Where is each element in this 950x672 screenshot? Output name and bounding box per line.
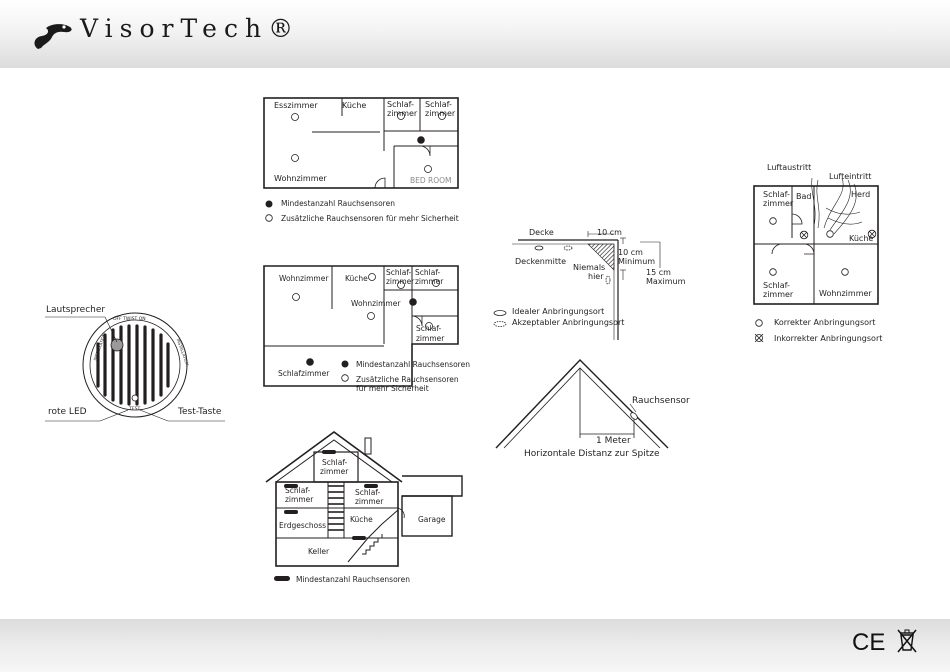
plan1-legend-min: Mindestanzahl Rauchsensoren xyxy=(281,199,395,208)
house-room-garage: Garage xyxy=(418,515,446,524)
plan3-legend-ok: Korrekter Anbringungsort xyxy=(774,318,876,327)
ceiling-dist-15: 15 cm xyxy=(646,268,671,277)
smoke-detector-drawing xyxy=(45,312,225,422)
plan3-air-out: Luftaustritt xyxy=(767,163,812,172)
ceiling-legend-ok: Akzeptabler Anbringungsort xyxy=(512,318,625,327)
plan3-room-herd: Herd xyxy=(851,190,871,199)
sensor-bar-icon xyxy=(274,576,290,581)
plan2-room-schlaf-c1: Schlaf- xyxy=(416,324,442,333)
plan3-room-schlaf-a1: Schlaf- xyxy=(763,190,790,199)
roof-peak-diagram xyxy=(495,358,669,449)
ceiling-dist-10-top: 10 cm xyxy=(597,228,622,237)
ring-text-top: OFF TWIST ON xyxy=(113,317,146,322)
filled-dot-icon xyxy=(265,200,273,208)
header-bar xyxy=(0,0,950,68)
plan3-room-wohnzimmer: Wohnzimmer xyxy=(819,289,872,298)
house-room-schlaf-left-1: Schlaf- xyxy=(285,486,311,495)
plan2-legend-extra-1: Zusätzliche Rauchsensoren xyxy=(356,375,459,384)
correct-location-icon xyxy=(755,319,763,327)
plan3-room-bad: Bad xyxy=(796,192,812,201)
filled-dot-icon xyxy=(341,360,349,368)
plan1-room-wohnzimmer: Wohnzimmer xyxy=(274,174,327,183)
house-room-kueche: Küche xyxy=(350,515,373,524)
ceiling-legend-ideal: Idealer Anbringungsort xyxy=(512,307,605,316)
plan2-room-schlaf-c2: zimmer xyxy=(416,334,445,343)
ceiling-deckenmitte: Deckenmitte xyxy=(515,257,567,266)
ceiling-minimum: Minimum xyxy=(618,257,656,266)
house-room-erdgeschoss: Erdgeschoss xyxy=(279,521,327,530)
plan2-room-wohnzimmer: Wohnzimmer xyxy=(279,274,329,283)
roof-sensor-label: Rauchsensor xyxy=(632,396,690,406)
footer-bar xyxy=(0,619,950,672)
house-room-schlaf-top-1: Schlaf- xyxy=(322,458,348,467)
plan2-room-schlaf-b1: Schlaf- xyxy=(415,268,441,277)
ceiling-niemals: Niemals xyxy=(573,263,606,272)
plan1-legend-extra: Zusätzliche Rauchsensoren für mehr Siche… xyxy=(281,214,459,223)
acceptable-location-icon xyxy=(493,321,507,327)
ceiling-placement-diagram xyxy=(512,231,661,340)
ceiling-label-decke: Decke xyxy=(529,228,554,237)
plan1-room-esszimmer: Esszimmer xyxy=(274,101,318,110)
plan1-room-schlaf-b1: Schlaf- xyxy=(425,100,452,109)
ceiling-maximum: Maximum xyxy=(646,277,686,286)
plan2-room-kueche: Küche xyxy=(345,274,368,283)
plan2-legend-extra-2: für mehr Sicherheit xyxy=(356,384,429,393)
plan2-room-schlafzimmer: Schlafzimmer xyxy=(278,369,330,378)
speaker-label: Lautsprecher xyxy=(46,305,106,315)
house-room-schlaf-top-2: zimmer xyxy=(320,467,349,476)
floor-plan-1 xyxy=(263,97,459,189)
open-dot-icon xyxy=(265,214,273,222)
plan3-room-kueche: Küche xyxy=(849,234,874,243)
roof-caption: Horizontale Distanz zur Spitze xyxy=(524,449,660,459)
plan1-room-schlaf-b2: zimmer xyxy=(425,109,456,118)
plan2-room-wohnzimmer-2: Wohnzimmer xyxy=(351,299,401,308)
registered-mark: ® xyxy=(268,14,301,43)
house-room-schlaf-left-2: zimmer xyxy=(285,495,314,504)
plan2-room-schlaf-a1: Schlaf- xyxy=(386,268,412,277)
open-dot-icon xyxy=(341,374,349,382)
red-led-label: rote LED xyxy=(48,407,87,417)
plan3-room-schlaf-a2: zimmer xyxy=(763,199,794,208)
ceiling-dist-10-side: 10 cm xyxy=(618,248,643,257)
plan3-room-schlaf-b2: zimmer xyxy=(763,290,794,299)
plan2-room-schlaf-a2: zimmer xyxy=(386,277,415,286)
roof-distance-label: 1 Meter xyxy=(596,436,631,446)
house-room-schlaf-right-1: Schlaf- xyxy=(355,488,381,497)
floor-plan-3 xyxy=(753,177,879,305)
brand-name: VisorTech® xyxy=(80,14,300,43)
plan3-air-in: Lufteintritt xyxy=(829,172,872,181)
house-room-schlaf-right-2: zimmer xyxy=(355,497,384,506)
house-legend-min: Mindestanzahl Rauchsensoren xyxy=(296,575,410,584)
house-room-keller: Keller xyxy=(308,547,330,556)
plan1-room-bedroom: BED ROOM xyxy=(410,176,452,185)
ceiling-hier: hier xyxy=(588,272,604,281)
brand-text: VisorTech xyxy=(80,14,269,43)
ideal-location-icon xyxy=(493,310,507,316)
test-button-label: Test-Taste xyxy=(178,407,222,417)
plan1-room-kueche: Küche xyxy=(342,101,367,110)
ring-text-test: TEST xyxy=(129,407,141,412)
plan1-room-schlaf-a2: zimmer xyxy=(387,109,418,118)
ce-mark: CE xyxy=(852,629,886,656)
floor-plan-2 xyxy=(263,265,459,387)
plan2-room-schlaf-b2: zimmer xyxy=(415,277,444,286)
plan2-legend-min: Mindestanzahl Rauchsensoren xyxy=(356,360,470,369)
house-section-drawing xyxy=(265,431,463,567)
weee-crossed-bin-icon xyxy=(897,629,917,653)
plan3-legend-bad: Inkorrekter Anbringungsort xyxy=(774,334,883,343)
incorrect-location-icon xyxy=(754,333,764,343)
plan1-room-schlaf-a1: Schlaf- xyxy=(387,100,414,109)
snake-logo-icon xyxy=(34,24,72,49)
plan3-room-schlaf-b1: Schlaf- xyxy=(763,281,790,290)
